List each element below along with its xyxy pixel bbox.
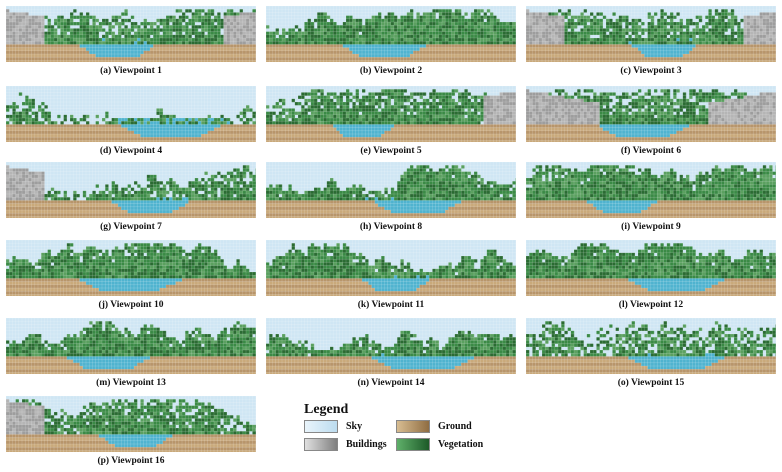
viewpoint-caption-15: (o) Viewpoint 15 [617,378,685,388]
viewpoint-caption-1: (a) Viewpoint 1 [100,66,162,76]
viewpoint-caption-2: (b) Viewpoint 2 [359,66,423,76]
viewpoint-caption-10: (j) Viewpoint 10 [98,300,164,310]
viewpoint-panel-15: (o) Viewpoint 15 [526,318,776,390]
viewpoint-caption-14: (n) Viewpoint 14 [357,378,425,388]
legend-swatch-sky [304,420,338,433]
viewpoint-panel-12: (l) Viewpoint 12 [526,240,776,312]
viewpoint-image-10 [6,240,256,296]
viewpoint-panel-3: (c) Viewpoint 3 [526,6,776,78]
legend-label-ground: Ground [438,421,472,432]
viewpoint-panel-9: (i) Viewpoint 9 [526,162,776,234]
viewpoint-panel-2: (b) Viewpoint 2 [266,6,516,78]
viewpoint-caption-13: (m) Viewpoint 13 [96,378,166,388]
viewpoint-panel-13: (m) Viewpoint 13 [6,318,256,390]
viewpoint-caption-7: (g) Viewpoint 7 [100,222,162,232]
legend-title: Legend [304,402,349,417]
legend: Legend Sky Ground Buildings Vegetation [300,402,530,468]
legend-swatch-ground [396,420,430,433]
viewpoint-image-6 [526,86,776,142]
viewpoint-caption-9: (i) Viewpoint 9 [621,222,681,232]
viewpoint-image-15 [526,318,776,374]
viewpoint-caption-12: (l) Viewpoint 12 [618,300,684,310]
viewpoint-image-16 [6,396,256,452]
viewpoint-panel-16: (p) Viewpoint 16 [6,396,256,468]
viewpoint-caption-3: (c) Viewpoint 3 [620,66,682,76]
viewpoint-image-3 [526,6,776,62]
legend-swatch-buildings [304,438,338,451]
viewpoint-image-2 [266,6,516,62]
legend-label-sky: Sky [346,421,363,432]
viewpoint-panel-7: (g) Viewpoint 7 [6,162,256,234]
viewpoint-image-1 [6,6,256,62]
legend-label-vegetation: Vegetation [438,439,484,450]
viewpoint-panel-11: (k) Viewpoint 11 [266,240,516,312]
viewpoint-image-11 [266,240,516,296]
legend-swatch-vegetation [396,438,430,451]
viewpoint-caption-6: (f) Viewpoint 6 [620,146,682,156]
viewpoint-image-5 [266,86,516,142]
viewpoint-caption-16: (p) Viewpoint 16 [97,456,165,466]
viewpoint-image-13 [6,318,256,374]
viewpoint-image-8 [266,162,516,218]
viewpoint-caption-5: (e) Viewpoint 5 [360,146,422,156]
viewpoint-image-7 [6,162,256,218]
viewpoint-caption-11: (k) Viewpoint 11 [357,300,425,310]
viewpoint-panel-14: (n) Viewpoint 14 [266,318,516,390]
viewpoint-panel-8: (h) Viewpoint 8 [266,162,516,234]
viewpoint-caption-4: (d) Viewpoint 4 [99,146,163,156]
viewpoint-caption-8: (h) Viewpoint 8 [359,222,423,232]
legend-label-buildings: Buildings [346,439,387,450]
viewpoint-image-12 [526,240,776,296]
viewpoint-image-4 [6,86,256,142]
viewpoint-image-14 [266,318,516,374]
viewpoint-image-9 [526,162,776,218]
viewpoint-panel-4: (d) Viewpoint 4 [6,86,256,158]
viewpoint-panel-10: (j) Viewpoint 10 [6,240,256,312]
viewpoint-panel-6: (f) Viewpoint 6 [526,86,776,158]
viewpoint-panel-1: (a) Viewpoint 1 [6,6,256,78]
viewpoint-panel-5: (e) Viewpoint 5 [266,86,516,158]
